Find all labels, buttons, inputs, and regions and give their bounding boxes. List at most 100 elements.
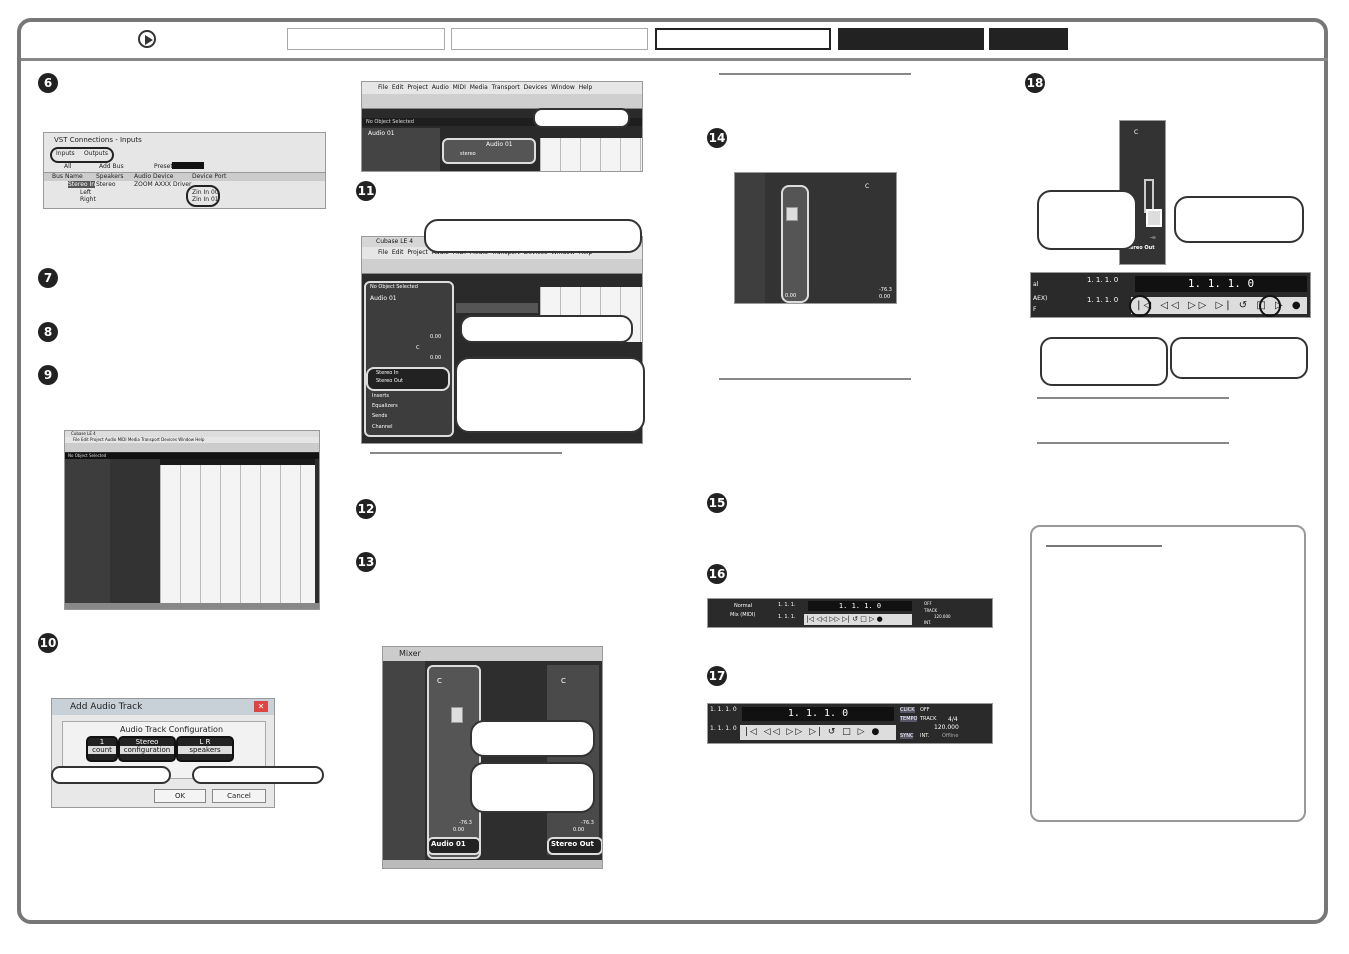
step-tab-5	[989, 28, 1068, 50]
sends-section[interactable]: Sends	[372, 413, 388, 419]
output-routing[interactable]: Stereo Out	[376, 378, 403, 384]
add-audio-track-dialog: Add Audio Track ✕ Audio Track Configurat…	[51, 698, 275, 808]
right-locator: 1. 1. 1. 0	[1087, 296, 1119, 304]
position-display: 1. 1. 1. 0	[742, 707, 894, 721]
device-port-left[interactable]: Zin In 00	[192, 189, 219, 196]
master-meter: -76.3	[879, 287, 892, 293]
left-locator: 1. 1. 1. 0	[710, 706, 737, 713]
transport-panel-detail: 1. 1. 1. 0 1. 1. 1. 0 1. 1. 1. 0 |◁ ◁◁ ▷…	[707, 703, 993, 744]
tempo-mode: TRACK	[920, 716, 937, 722]
transport-buttons: |◁ ◁◁ ▷▷ ▷| ↺ □ ▷ ●	[740, 725, 896, 740]
menu-bar: File Edit Project Audio MIDI Media Trans…	[65, 437, 319, 443]
info-line: No Object Selected	[362, 118, 642, 126]
click-status: OFF	[920, 707, 930, 713]
step-number: 17	[707, 666, 727, 686]
equalizers-section[interactable]: Equalizers	[372, 403, 398, 409]
time-signature: 4/4	[948, 716, 958, 723]
bus-right: Right	[80, 196, 96, 203]
channel-name-master: Stereo Out	[1124, 245, 1155, 251]
fader-screenshot: 0.00 C -76.3 0.00	[734, 172, 897, 304]
tempo-mode: TRACK	[924, 608, 938, 613]
header-divider	[21, 58, 1328, 61]
inspector-track-name: Audio 01	[368, 130, 395, 137]
col-bus-name: Bus Name	[52, 173, 83, 180]
channel-fader[interactable]	[451, 707, 463, 723]
step-number: 6	[38, 73, 58, 93]
info-line: No Object Selected	[65, 453, 319, 459]
tab-inputs[interactable]: Inputs	[56, 150, 75, 157]
play-circle-icon	[138, 30, 156, 48]
window-title: Mixer	[399, 649, 421, 658]
inserts-section[interactable]: Inserts	[372, 393, 389, 399]
click-label: CLICK	[900, 707, 915, 713]
pan-value: C	[865, 183, 870, 190]
volume-value: 0.00	[430, 334, 442, 340]
channel-section[interactable]: Channel	[372, 424, 393, 430]
inspector-track-name: Audio 01	[370, 295, 397, 302]
ok-button[interactable]: OK	[154, 789, 206, 803]
transport-buttons: |◁ ◁◁ ▷▷ ▷| ↺ □ ▷ ●	[804, 614, 912, 625]
bus-name[interactable]: Stereo In	[68, 181, 96, 188]
channel-name-master[interactable]: Stereo Out	[551, 840, 594, 848]
step-number: 14	[707, 128, 727, 148]
channel-name-audio[interactable]: Audio 01	[431, 840, 466, 848]
level-value: 0.00	[453, 827, 465, 833]
right-locator: 1. 1. 1.	[778, 614, 796, 620]
pan-value: C	[437, 677, 442, 685]
callout-box	[424, 219, 642, 253]
sync-value: INT.	[920, 733, 930, 739]
sync-value: INT.	[924, 620, 932, 625]
tempo-label: TEMPO	[900, 716, 918, 722]
callout-box	[192, 766, 324, 784]
callout-box	[470, 762, 595, 813]
dialog-title: Add Audio Track	[70, 702, 143, 712]
track-added-screenshot: File Edit Project Audio MIDI Media Trans…	[361, 81, 643, 172]
audio-device-value: ZOOM AXXX Driver	[134, 181, 192, 188]
left-locator: 1. 1. 1. 0	[1087, 276, 1119, 284]
note-panel	[1030, 525, 1306, 822]
tempo-value: 120.000	[934, 614, 951, 619]
window-title: Cubase LE 4	[65, 431, 319, 437]
pan-value: C	[1134, 129, 1139, 136]
cubase-project-screenshot: Cubase LE 4 File Edit Project Audio MIDI…	[64, 430, 320, 610]
track-name[interactable]: Audio 01	[486, 141, 513, 148]
callout-box	[1174, 196, 1304, 243]
position-display: 1. 1. 1. 0	[1135, 276, 1307, 292]
input-routing[interactable]: Stereo In	[376, 370, 399, 376]
transport-panel: Normal Mix (MIDI) 1. 1. 1. 1. 1. 1. 1. 1…	[707, 598, 993, 628]
step-number: 9	[38, 365, 58, 385]
tempo-value: 120.000	[934, 724, 959, 731]
step-number: 18	[1025, 73, 1045, 93]
pan-value: C	[416, 345, 420, 351]
step-number: 13	[356, 552, 376, 572]
meter-value: -76.3	[459, 820, 472, 826]
master-level: 0.00	[879, 294, 891, 300]
col-audio-device: Audio Device	[134, 173, 174, 180]
master-pan: C	[561, 677, 566, 685]
speakers-value: Stereo	[96, 181, 116, 188]
device-port-right[interactable]: Zin In 01	[192, 196, 219, 203]
tab-outputs[interactable]: Outputs	[84, 150, 108, 157]
transport-panel-18: al AEX) F 1. 1. 1. 0 1. 1. 1. 0 1. 1. 1.…	[1030, 272, 1311, 318]
step-number: 10	[38, 633, 58, 653]
add-bus-button[interactable]: Add Bus	[99, 163, 124, 170]
col-device-port: Device Port	[192, 173, 227, 180]
vst-connections-screenshot: VST Connections - Inputs Inputs Outputs …	[43, 132, 326, 209]
callout-box	[1170, 337, 1308, 379]
menu-bar: File Edit Project Audio MIDI Media Trans…	[362, 82, 642, 94]
cancel-button[interactable]: Cancel	[212, 789, 266, 803]
callout-box	[1037, 190, 1137, 250]
step-tab-4	[838, 28, 984, 50]
callout-box	[533, 108, 630, 128]
all-button[interactable]: All	[64, 163, 72, 170]
left-locator: 1. 1. 1.	[778, 602, 796, 608]
channel-fader[interactable]	[786, 207, 798, 221]
play-highlight	[1259, 295, 1281, 317]
close-icon[interactable]: ✕	[254, 701, 268, 712]
window-title: VST Connections - Inputs	[54, 136, 142, 144]
step-number: 8	[38, 322, 58, 342]
master-fader[interactable]	[1146, 209, 1162, 227]
